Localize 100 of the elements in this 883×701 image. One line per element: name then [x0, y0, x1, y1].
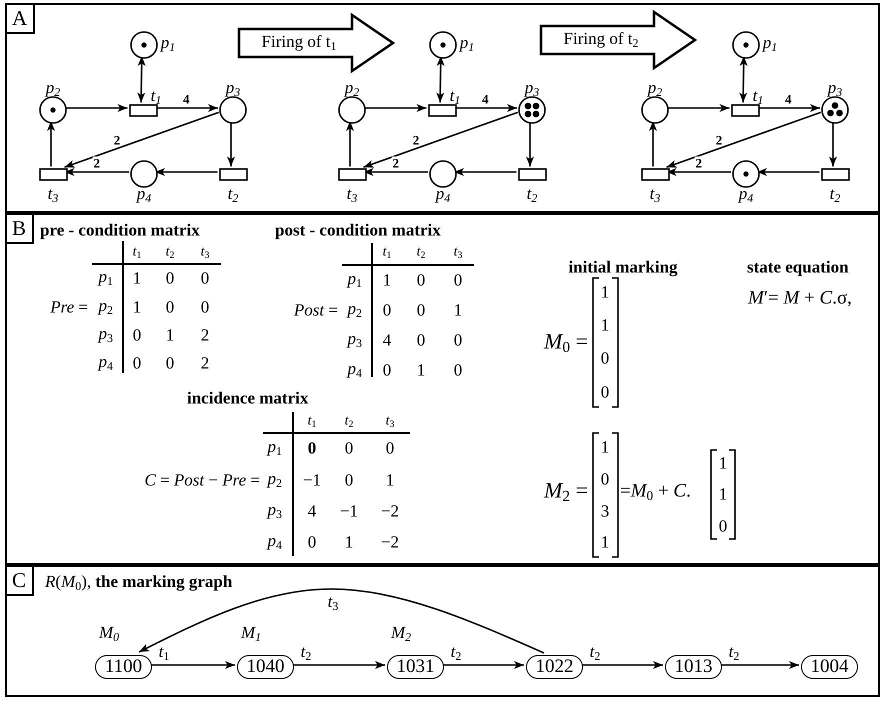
matrix-entry: 0	[454, 272, 462, 288]
place-label: p$_{3}$	[226, 79, 240, 99]
place-label: p$_{4}$	[136, 185, 152, 205]
arrow	[443, 661, 524, 669]
transition-label: t$_{1}$	[752, 87, 764, 107]
section-heading: incidence matrix	[187, 390, 308, 406]
matrix-entry: −2	[380, 534, 400, 550]
equation-text: p$_{3}$	[268, 501, 282, 521]
arrow	[829, 121, 837, 166]
edge-label: 2	[714, 133, 724, 146]
edge-label: 4	[784, 92, 792, 106]
matrix-entry: 0	[132, 354, 142, 372]
arrow	[151, 661, 235, 669]
matrix-entry: 0	[600, 384, 610, 400]
matrix-entry: −1	[340, 502, 358, 520]
arrow	[582, 661, 663, 669]
panel-letter: A	[7, 5, 36, 34]
marking-node: 1004	[801, 654, 858, 678]
equation-text: Pre =	[50, 298, 88, 316]
matrix-entry: t$_{2}$	[166, 245, 174, 261]
marking-node: 1100	[95, 654, 152, 678]
matrix-entry: 1	[454, 302, 462, 318]
matrix-entry: 0	[308, 440, 316, 456]
arrow	[293, 661, 385, 669]
matrix-entry: 0	[600, 350, 610, 366]
edge-label: 2	[92, 156, 101, 170]
arrow-caption: Firing of t$_{1}$	[262, 33, 336, 53]
arrow	[363, 112, 518, 168]
equation-text: p$_{4}$	[98, 353, 113, 373]
equation-text: p$_{3}$	[348, 330, 362, 350]
matrix-entry: t$_{3}$	[386, 414, 394, 430]
place-label: p$_{3}$	[828, 79, 842, 99]
matrix-entry: 1	[416, 362, 426, 378]
place-label: p$_{4}$	[738, 185, 754, 205]
matrix-entry: 0	[454, 362, 462, 378]
equation-text: p$_{1}$	[348, 270, 362, 290]
matrix-entry: 1	[600, 438, 610, 456]
arrow	[526, 121, 534, 166]
matrix-entry: 0	[132, 326, 142, 344]
edge-label: 2	[112, 133, 122, 146]
panel-letter: B	[7, 215, 34, 244]
edge-label: 2	[392, 156, 400, 170]
panel-frame	[5, 213, 880, 565]
transition-label: t$_{3}$	[650, 185, 660, 205]
arrow	[346, 121, 354, 166]
matrix-entry: 0	[386, 440, 394, 456]
equation-text: M$_{0}$ =	[544, 330, 588, 356]
matrix-entry: t$_{1}$	[132, 245, 142, 261]
place-label: p$_{4}$	[436, 185, 450, 205]
marking-node: 1022	[526, 654, 583, 678]
matrix-entry: 1	[600, 316, 610, 334]
matrix-entry: 2	[200, 354, 210, 372]
equation-text: =M$_{0}$ + C.	[620, 482, 691, 502]
equation-text: p$_{2}$	[268, 470, 282, 490]
matrix-entry: 1	[718, 486, 728, 502]
edge-label: 4	[481, 92, 490, 106]
equation-text: p$_{4}$	[348, 360, 362, 380]
edge-label: 4	[182, 92, 190, 106]
matrix-entry: 1	[386, 472, 394, 488]
transition-label: t$_{2}$	[526, 185, 538, 205]
section-heading: pre - condition matrix	[40, 222, 200, 238]
matrix-entry: 1	[600, 534, 610, 550]
matrix-entry: 3	[600, 502, 610, 520]
arrow	[64, 112, 220, 168]
matrix-entry: 0	[166, 354, 174, 372]
section-heading: state equation	[747, 258, 849, 276]
matrix-entry: t$_{1}$	[382, 245, 392, 261]
section-heading: post - condition matrix	[275, 222, 441, 238]
transition-label: t$_{2}$	[830, 185, 840, 205]
arrow	[721, 661, 799, 669]
panel-letter: C	[7, 567, 34, 596]
transition-label: t$_{3}$	[346, 185, 358, 205]
equation-text: C = Post − Pre =	[144, 472, 260, 488]
equation-text: p$_{4}$	[268, 532, 282, 552]
marking-node: 1031	[387, 654, 444, 678]
matrix-entry: t$_{3}$	[454, 245, 462, 261]
edge-label: 2	[694, 156, 703, 170]
matrix-entry: 0	[600, 470, 610, 488]
equation-text: p$_{1}$	[268, 438, 282, 458]
matrix-entry: t$_{1}$	[308, 414, 316, 430]
matrix-entry: −1	[302, 472, 322, 488]
matrix-entry: 1	[166, 326, 174, 344]
place-label: p$_{3}$	[524, 79, 540, 99]
matrix-entry: 0	[718, 518, 728, 534]
matrix-entry: 2	[200, 326, 210, 344]
equation-text: M′= M + C.σ,	[748, 288, 852, 308]
equation-text: Post =	[294, 302, 338, 318]
equation-text: p$_{2}$	[98, 297, 113, 317]
place-label: p$_{2}$	[46, 79, 60, 99]
matrix-entry: 0	[200, 270, 210, 286]
transition-label: t$_{2}$	[228, 185, 238, 205]
matrix-entry: t$_{2}$	[344, 414, 354, 430]
marking-name: M$_{2}$	[390, 624, 412, 644]
matrix-entry: 0	[200, 298, 210, 316]
place-label: p$_{1}$	[160, 34, 176, 54]
place-label: p$_{2}$	[344, 79, 360, 99]
panel-frame	[5, 3, 880, 213]
matrix-entry: 4	[308, 502, 316, 520]
equation-text: p$_{1}$	[98, 268, 113, 288]
arrow	[649, 121, 657, 166]
